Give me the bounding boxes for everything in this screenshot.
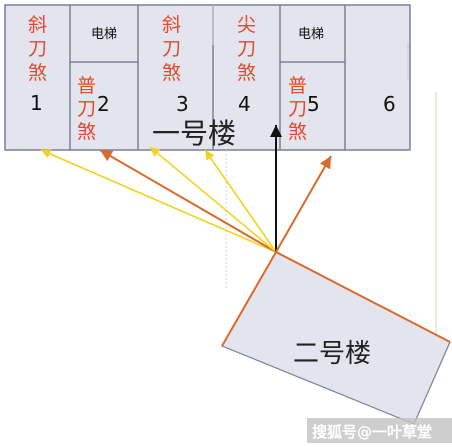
arrow-to-unit-3b [204, 149, 277, 253]
unit-3-number: 3 [176, 92, 189, 116]
building-one-name: 一号楼 [152, 117, 236, 150]
unit-4-char-1: 尖 [237, 14, 256, 36]
unit-5-number: 5 [307, 92, 320, 116]
arrow-to-unit-5 [275, 155, 332, 253]
arrow-to-unit-2 [99, 149, 277, 253]
building-one [4, 4, 411, 151]
watermark: 搜狐号@一叶草堂 [307, 418, 452, 443]
elevator-label-2: 电梯 [298, 27, 324, 42]
unit-3-char-2: 刀 [162, 38, 181, 60]
unit-5-char-2: 刀 [288, 98, 307, 120]
arrow-to-unit-3a [149, 146, 277, 253]
unit-4-number: 4 [238, 92, 251, 116]
building-two-name: 二号楼 [293, 339, 371, 369]
unit-1-char-2: 刀 [28, 38, 47, 60]
unit-4-char-2: 刀 [237, 38, 256, 60]
arrow-to-unit-1 [40, 149, 277, 253]
unit-5-char-1: 普 [288, 75, 307, 97]
sha-arrows [40, 125, 332, 253]
building-two [221, 128, 451, 425]
unit-1-number: 1 [30, 91, 43, 115]
unit-2-char-2: 刀 [77, 98, 96, 120]
unit-4-char-3: 煞 [237, 62, 256, 84]
unit-1-char-3: 煞 [28, 62, 47, 84]
watermark-text: 搜狐号@一叶草堂 [312, 423, 432, 441]
unit-1-char-1: 斜 [28, 14, 47, 36]
elevator-label-1: 电梯 [91, 27, 117, 42]
unit-2-char-3: 煞 [77, 121, 96, 143]
unit-6-number: 6 [383, 92, 396, 116]
unit-3-char-1: 斜 [162, 14, 181, 36]
unit-1-label: 斜 刀 煞 [28, 14, 47, 84]
unit-3-label: 斜 刀 煞 [162, 14, 181, 84]
unit-5-char-3: 煞 [288, 121, 307, 143]
unit-2-label: 普 刀 煞 [77, 75, 96, 143]
unit-3-char-3: 煞 [162, 62, 181, 84]
unit-2-number: 2 [97, 92, 110, 116]
unit-4-label: 尖 刀 煞 [237, 14, 256, 84]
unit-5-label: 普 刀 煞 [288, 75, 307, 143]
unit-2-char-1: 普 [77, 75, 96, 97]
